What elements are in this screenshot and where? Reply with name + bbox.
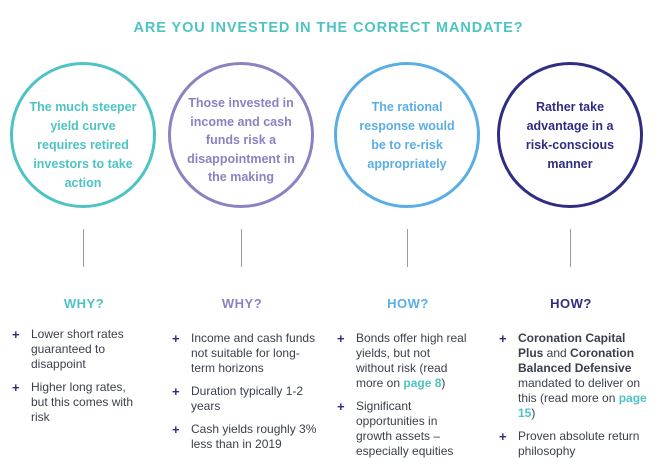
bullet-item: + Coronation Capital Plus and Coronation … [499,331,649,421]
step-1-heading: WHY? [63,296,105,311]
bullet-text: and [543,346,571,360]
bullet-text: Coronation Capital Plus [518,331,626,360]
step-2-circle-text: Those invested in income and cash funds … [187,96,295,184]
plus-icon: + [12,327,20,342]
bullet-text: Proven absolute return philosophy [518,429,640,458]
step-1-circle-text: The much steeper yield curve requires re… [29,100,137,190]
step-3-connector [407,229,408,267]
step-3-heading: HOW? [387,296,429,311]
bullet-text: ) [441,376,446,390]
plus-icon: + [12,380,20,395]
bullet-item: + Income and cash funds not suitable for … [172,331,317,376]
plus-icon: + [337,399,345,414]
step-3-circle: The rational response would be to re-ris… [334,62,480,208]
bullet-text: Significant opportunities in growth asse… [356,399,454,458]
plus-icon: + [172,384,180,399]
step-1-connector [83,229,84,267]
plus-icon: + [499,429,507,444]
bullet-text: Income and cash funds not suitable for l… [191,331,316,375]
bullet-text: Coronation Balanced Defensive [518,346,635,375]
bullet-item: + Cash yields roughly 3% less than in 201… [172,422,317,452]
bullet-text: Lower short rates guaranteed to disappoi… [31,327,124,371]
page-reference-link[interactable]: page 15 [518,391,647,420]
bullet-item: + Lower short rates guaranteed to disappo… [12,327,134,372]
step-4-bullets: + Coronation Capital Plus and Coronation … [499,331,649,467]
step-2-heading: WHY? [221,296,263,311]
step-1-bullets: + Lower short rates guaranteed to disappo… [12,327,134,433]
bullet-text: ) [531,406,536,420]
step-3-bullets: + Bonds offer high real yields, but not w… [337,331,469,467]
plus-icon: + [172,331,180,346]
plus-icon: + [499,331,507,346]
step-2-bullets: + Income and cash funds not suitable for … [172,331,317,460]
step-2-connector [241,229,242,267]
bullet-item: + Significant opportunities in growth ass… [337,399,469,459]
bullet-item: + Proven absolute return philosophy [499,429,649,459]
step-1-circle: The much steeper yield curve requires re… [10,62,156,208]
bullet-item: + Bonds offer high real yields, but not w… [337,331,469,391]
page-reference-link[interactable]: page 8 [403,376,442,390]
step-4-circle: Rather take advantage in a risk-consciou… [497,62,643,208]
step-3-circle-text: The rational response would be to re-ris… [359,100,455,171]
step-4-heading: HOW? [550,296,592,311]
page-title: ARE YOU INVESTED IN THE CORRECT MANDATE? [133,20,524,36]
bullet-text: Bonds offer high real yields, but not wi… [356,331,467,390]
bullet-text: Duration typically 1-2 years [191,384,304,413]
step-4-connector [570,229,571,267]
plus-icon: + [337,331,345,346]
bullet-text: mandated to deliver on this (read more o… [518,376,641,405]
step-4-circle-text: Rather take advantage in a risk-consciou… [525,100,615,171]
step-2-circle: Those invested in income and cash funds … [168,62,314,208]
plus-icon: + [172,422,180,437]
bullet-item: + Higher long rates, but this comes with … [12,380,134,425]
bullet-text: Higher long rates, but this comes with r… [31,380,134,424]
bullet-text: Cash yields roughly 3% less than in 2019 [191,422,317,451]
bullet-item: + Duration typically 1-2 years [172,384,317,414]
